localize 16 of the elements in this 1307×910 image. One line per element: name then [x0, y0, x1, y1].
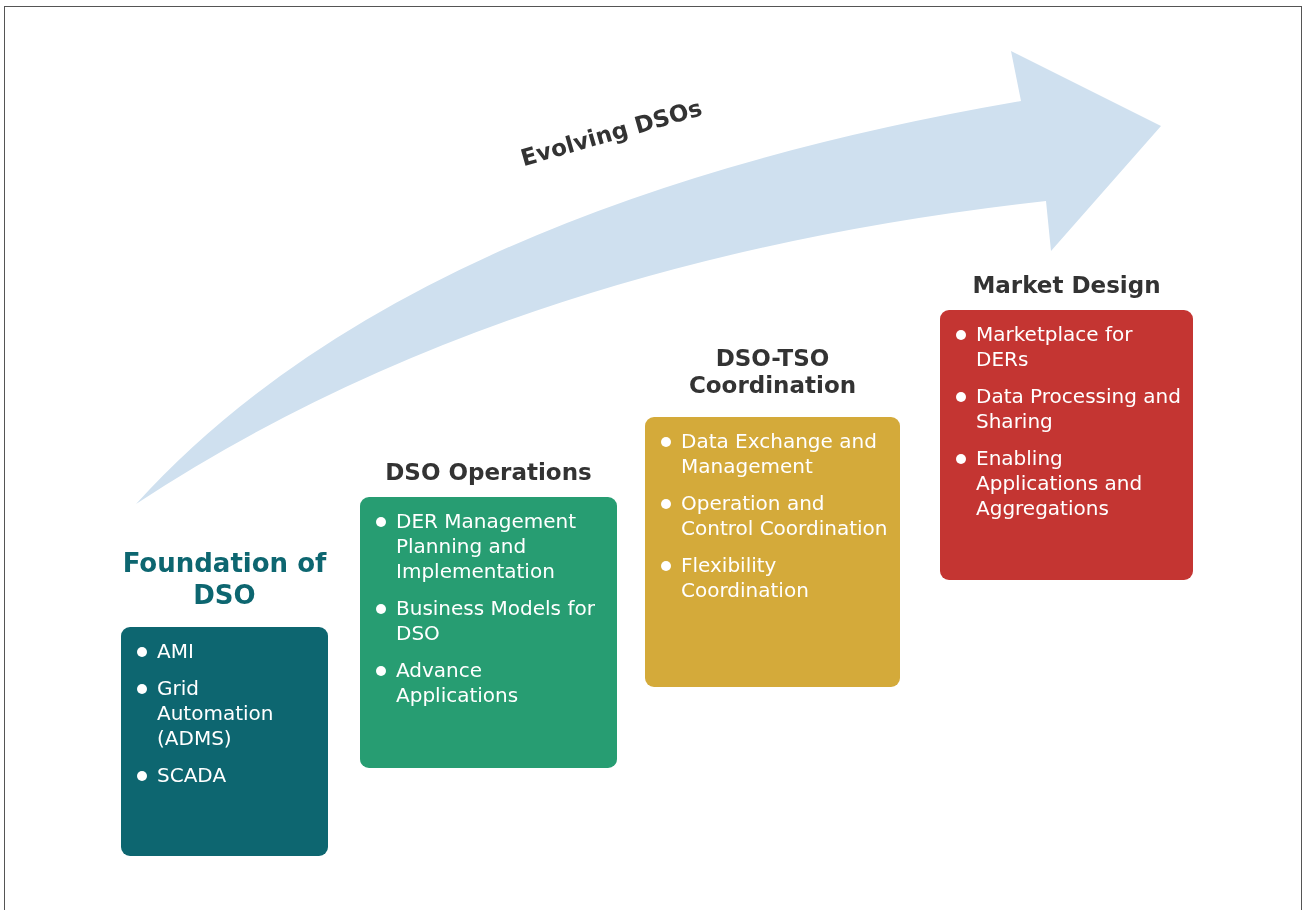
- bullet-item: Flexibility Coordination: [659, 553, 892, 603]
- stage-heading: Market Design: [971, 272, 1162, 299]
- stage-heading: DSO-TSO Coordination: [687, 345, 858, 399]
- bullet-item: DER Management Planning and Implementation: [374, 509, 609, 584]
- bullet-item: Data Exchange and Management: [659, 429, 892, 479]
- stage-heading: Foundation of DSO: [121, 547, 328, 611]
- bullet-item: Advance Applications: [374, 658, 609, 708]
- bullet-item: SCADA: [135, 763, 320, 788]
- bullet-item: Grid Automation (ADMS): [135, 676, 320, 751]
- bullet-item: Business Models for DSO: [374, 596, 609, 646]
- stage-heading: DSO Operations: [384, 459, 593, 486]
- bullet-item: Operation and Control Coordination: [659, 491, 892, 541]
- bullet-item: AMI: [135, 639, 320, 664]
- bullet-item: Data Processing and Sharing: [954, 384, 1185, 434]
- bullet-item: Marketplace for DERs: [954, 322, 1185, 372]
- bullet-item: Enabling Applications and Aggregations: [954, 446, 1185, 521]
